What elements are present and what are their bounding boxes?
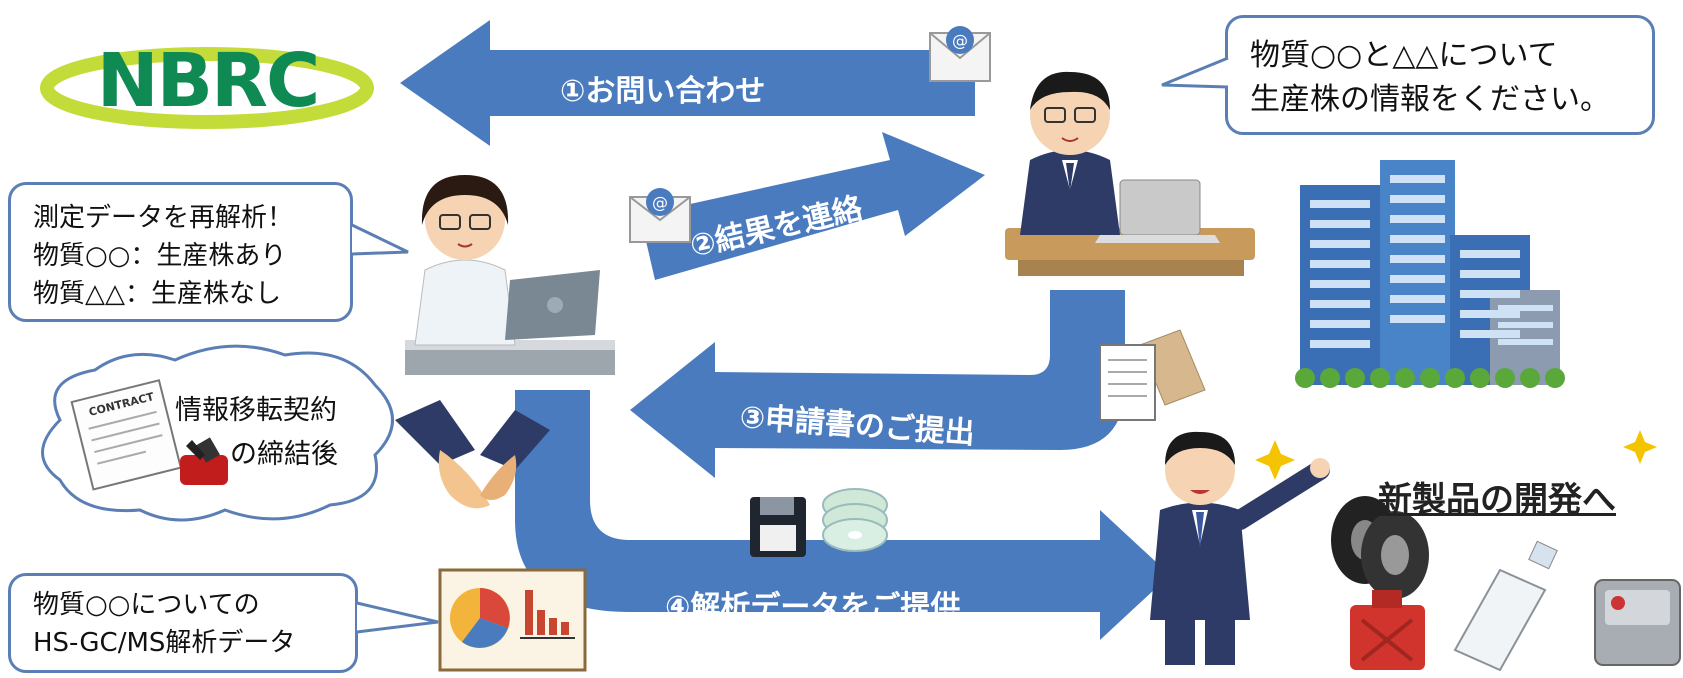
- contract-cloud-line-1: 情報移転契約: [175, 395, 337, 426]
- arrow-data: [515, 390, 1170, 640]
- tires-icon: [1331, 496, 1429, 599]
- customer-speech-bubble: 物質○○と△△について 生産株の情報をください。: [1225, 15, 1655, 135]
- customer-bubble-tail: [1161, 56, 1229, 89]
- envelope-icon: @: [929, 26, 991, 82]
- plastic-bottle-icon: [1453, 540, 1558, 672]
- svg-text:@: @: [952, 31, 968, 50]
- contract-document-icon: [70, 379, 182, 491]
- developer-person-illustration: [1150, 431, 1330, 665]
- envelope-icon-2: @: [629, 188, 691, 243]
- contract-cloud-line-2: の締結後: [230, 439, 338, 470]
- analyst-bubble-tail: [351, 223, 409, 256]
- arrow-label-inquiry: ①お問い合わせ: [560, 74, 766, 109]
- floppy-disk-icon: [750, 497, 806, 557]
- customer-bubble-line-2: 生産株の情報をください。: [1250, 82, 1610, 117]
- analyst-bubble-line-3: 物質△△：生産株なし: [33, 279, 281, 309]
- analyst-speech-bubble: 測定データを再解析！ 物質○○：生産株あり 物質△△：生産株なし: [8, 182, 353, 322]
- analysis-report-icon: [438, 568, 587, 672]
- arrow-inquiry: [400, 20, 975, 146]
- development-heading: 新製品の開発へ: [1378, 480, 1616, 520]
- contract-cloud: [41, 344, 394, 522]
- data-bubble-line-1: 物質○○についての: [33, 590, 260, 620]
- svg-text:@: @: [652, 193, 668, 212]
- arrow-application: [630, 290, 1125, 478]
- analyst-person-illustration: [405, 175, 615, 375]
- handshake-icon: [395, 400, 550, 509]
- arrow-result: [640, 132, 985, 280]
- customer-bubble-line-1: 物質○○と△△について: [1250, 38, 1558, 73]
- nbrc-logo: NBRC: [40, 30, 375, 132]
- analyst-bubble-line-1: 測定データを再解析！: [33, 203, 294, 233]
- cd-disc-icon: [822, 488, 888, 552]
- customer-person-illustration: [1005, 71, 1255, 276]
- company-buildings-illustration: [1295, 160, 1565, 388]
- data-bubble-tail: [356, 601, 439, 634]
- metal-can-icon: [1594, 579, 1681, 666]
- jerrycan-icon: [1350, 590, 1425, 670]
- analyst-bubble-line-2: 物質○○：生産株あり: [33, 241, 287, 271]
- arrow-label-data: ④解析データをご提供: [665, 590, 961, 625]
- data-speech-bubble: 物質○○についての HS-GC/MS解析データ: [8, 573, 358, 673]
- nbrc-logo-text: NBRC: [96, 38, 321, 124]
- sparkle-icon: [1255, 430, 1657, 480]
- application-document-icon: [1099, 329, 1206, 421]
- data-bubble-line-2: HS-GC/MS解析データ: [33, 628, 296, 658]
